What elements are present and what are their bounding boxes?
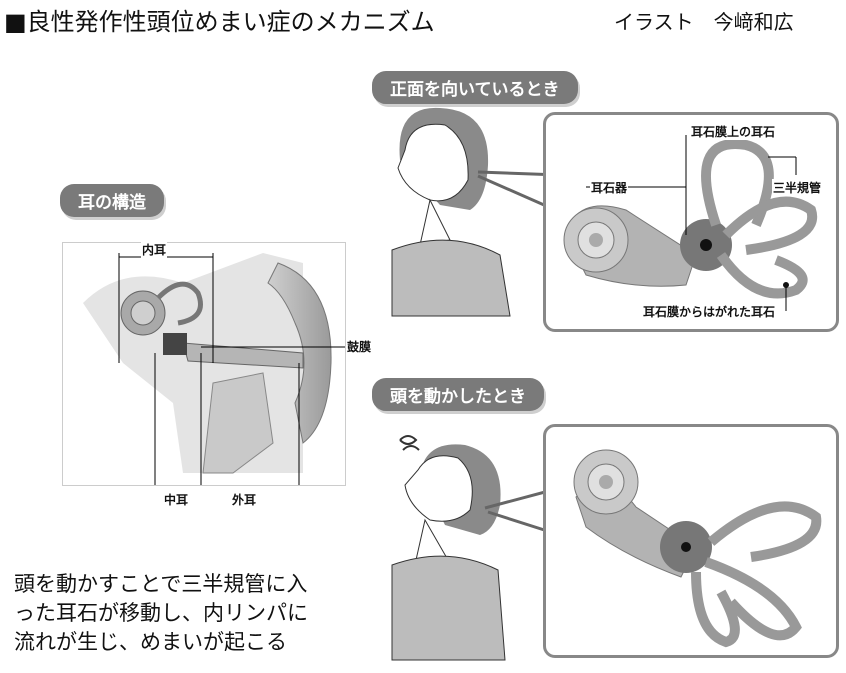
label-outer-ear: 外耳 xyxy=(231,491,258,508)
ear-structure-diagram: 内耳 中耳 外耳 xyxy=(62,241,346,508)
inner-ear-front-illustration xyxy=(563,135,818,311)
caption-line-1: 頭を動かすことで三半規管に入 xyxy=(14,572,308,596)
label-semicircular-canals: 三半規管 xyxy=(772,179,823,196)
label-otolith-on-membrane: 耳石膜上の耳石 xyxy=(690,123,777,140)
inner-ear-moving-illustration xyxy=(573,449,822,648)
label-otolith-organ: 耳石器 xyxy=(590,179,629,196)
mechanism-caption: 頭を動かすことで三半規管に入 った耳石が移動し、内リンパに 流れが生じ、めまいが… xyxy=(14,570,374,657)
woman-facing-front xyxy=(391,107,561,317)
caption-line-2: った耳石が移動し、内リンパに xyxy=(14,601,308,625)
inner-ear-moving-view-frame xyxy=(543,424,839,658)
label-detached-otolith: 耳石膜からはがれた耳石 xyxy=(642,303,777,320)
label-middle-ear: 中耳 xyxy=(163,491,190,508)
label-eardrum: 鼓膜 xyxy=(346,338,373,355)
inner-ear-front-view-frame: 耳石膜上の耳石 耳石器 三半規管 耳石膜からはがれた耳石 xyxy=(543,112,839,332)
section-label-head-moved: 頭を動かしたとき xyxy=(372,378,544,411)
woman-moving-head xyxy=(391,435,561,661)
section-label-ear-structure: 耳の構造 xyxy=(60,184,164,217)
page-title: ■良性発作性頭位めまい症のメカニズム xyxy=(4,8,435,36)
ear-cross-section-illustration xyxy=(83,253,345,485)
illustration-credit: イラスト 今﨑和広 xyxy=(614,10,794,34)
label-inner-ear: 内耳 xyxy=(141,241,168,258)
section-label-facing-front: 正面を向いているとき xyxy=(372,71,578,104)
caption-line-3: 流れが生じ、めまいが起こる xyxy=(14,630,287,654)
